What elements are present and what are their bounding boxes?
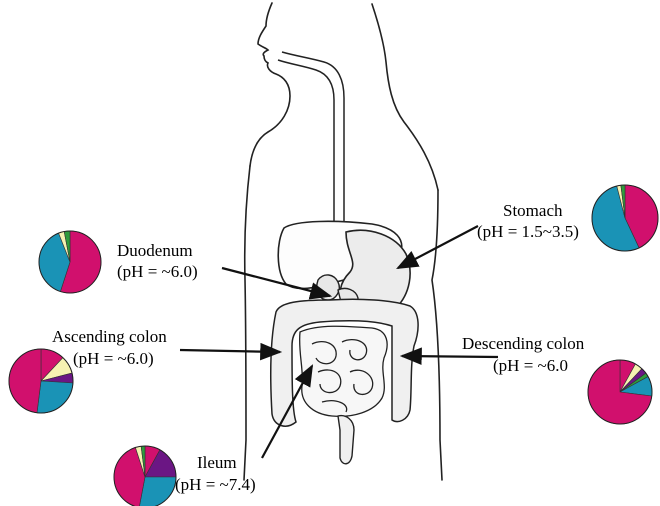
ascending-pie-slice-teal [37, 381, 73, 413]
neck-right [372, 4, 438, 190]
rectum [338, 416, 354, 464]
descending-arrow [402, 356, 498, 357]
descending-colon-pie [588, 360, 652, 424]
ascending-pie-slice-magenta [9, 349, 41, 413]
ascending-name: Ascending colon [52, 327, 167, 346]
ileum-pie-slice-teal [139, 477, 176, 506]
ileum-ph: (pH = ~7.4) [175, 475, 256, 494]
stomach-ph: (pH = 1.5~3.5) [477, 222, 579, 241]
ascending-ph: (pH = ~6.0) [73, 349, 154, 368]
esophagus [278, 52, 344, 230]
duodenum-name: Duodenum [117, 241, 193, 260]
duodenum-ph: (pH = ~6.0) [117, 262, 198, 281]
descending-ph: (pH = ~6.0 [493, 356, 568, 375]
small-intestine [300, 326, 388, 416]
torso-right [432, 190, 442, 480]
ileum-name: Ileum [197, 453, 237, 472]
ascending-arrow [180, 350, 280, 352]
ascending-colon-pie [9, 349, 73, 413]
duodenum-pie [39, 231, 101, 293]
ileum-pie [114, 446, 176, 506]
torso-left [244, 166, 250, 480]
stomach-pie [592, 185, 658, 251]
face-profile [250, 3, 290, 166]
stomach-arrow [398, 226, 478, 268]
stomach-name: Stomach [503, 201, 563, 220]
descending-name: Descending colon [462, 334, 585, 353]
